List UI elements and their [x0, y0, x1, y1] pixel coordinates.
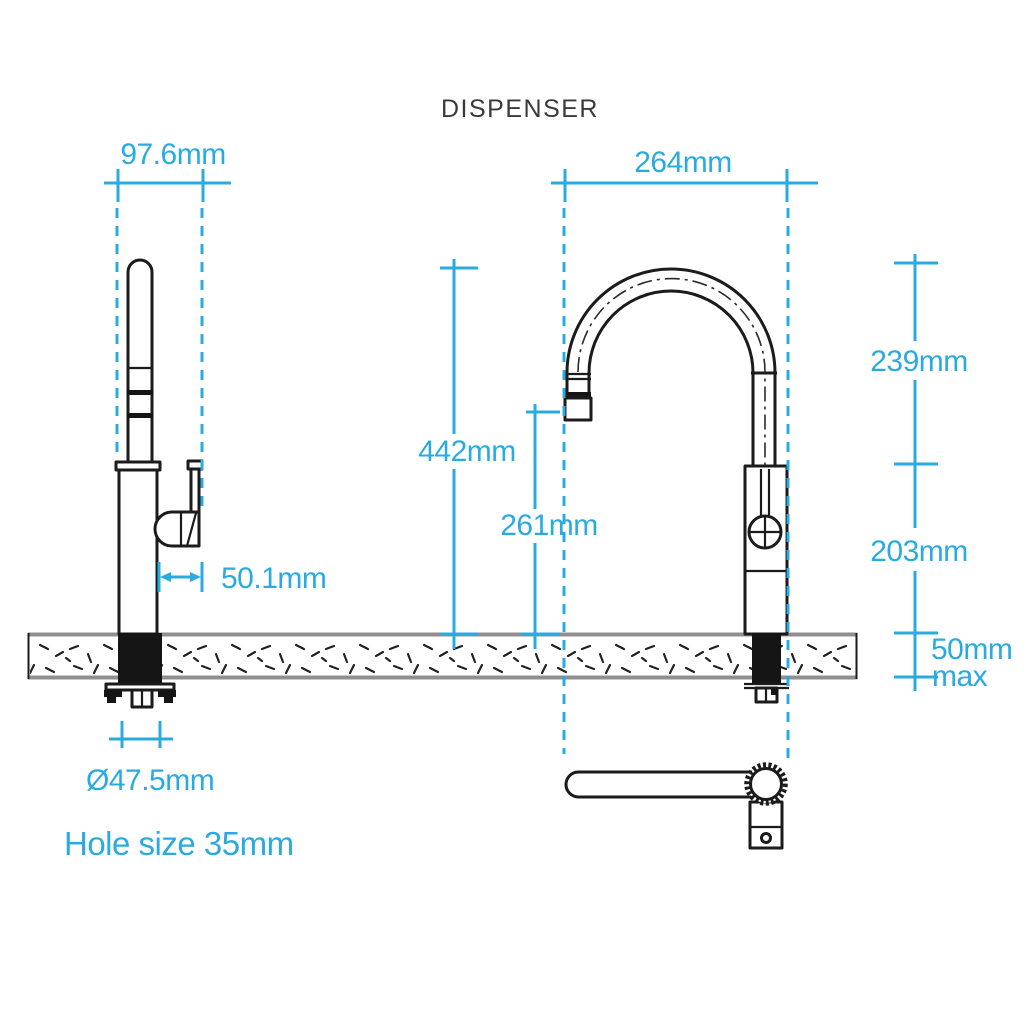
dim-spout-top-width: 97.6mm	[104, 138, 231, 508]
tap-side-view	[104, 258, 204, 709]
arrowhead-left	[160, 572, 171, 582]
handle-lever-side	[189, 467, 201, 515]
centerline	[577, 277, 766, 516]
dim-label-counter-thickness-qualifier: max	[932, 660, 988, 693]
dim-label-total-height: 442mm	[418, 435, 516, 468]
arrowhead-right	[190, 572, 201, 582]
gooseneck-inner-arc	[587, 289, 755, 374]
gooseneck-outer-arc	[565, 267, 777, 374]
hole-size-note: Hole size 35mm	[64, 825, 294, 862]
dim-handle-projection: 50.1mm	[157, 562, 327, 595]
page-title: DISPENSER	[441, 95, 599, 123]
tap-front-view	[563, 267, 789, 704]
mounting-shank	[752, 633, 781, 684]
dim-spout-reach: 264mm	[551, 146, 818, 758]
handle-joint	[153, 510, 201, 548]
tap-body-front	[743, 464, 789, 636]
mounting-shank	[118, 633, 162, 684]
dim-label-spout-reach: 264mm	[634, 146, 732, 179]
handle-screw	[760, 832, 772, 844]
dim-label-spout-clearance: 261mm	[500, 509, 598, 542]
dim-label-base-diameter: Ø47.5mm	[86, 764, 214, 797]
spout-tube	[126, 258, 154, 465]
handle-lever-top	[564, 770, 774, 799]
dimension-annotations: 97.6mm 264mm 442mm 261mm	[64, 138, 1013, 862]
dim-total-height: 442mm	[418, 259, 516, 649]
dim-label-body-height: 203mm	[870, 535, 968, 568]
dim-label-handle-projection: 50.1mm	[221, 562, 326, 595]
dim-label-spout-top-width: 97.6mm	[120, 138, 225, 171]
countertop-speckle-texture	[30, 638, 855, 674]
dim-base-diameter: Ø47.5mm	[86, 721, 215, 797]
handle-top-view	[564, 762, 788, 850]
countertop	[27, 632, 858, 680]
dim-label-counter-thickness: 50mm	[931, 633, 1012, 666]
spout-band	[127, 390, 153, 395]
nozzle-band	[565, 392, 591, 398]
nozzle-tip	[563, 396, 593, 422]
tap-body-side	[117, 468, 159, 636]
dim-right-stack: 239mm 203mm 50mm max	[870, 254, 1013, 693]
dim-label-spout-rise: 239mm	[870, 345, 968, 378]
dim-spout-clearance: 261mm	[500, 404, 598, 649]
spout-band	[127, 413, 153, 418]
